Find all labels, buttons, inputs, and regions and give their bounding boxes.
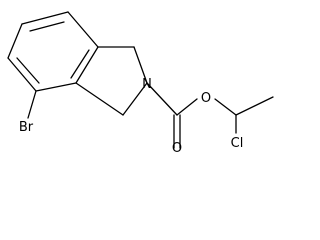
chemical-structure: Br N O O Cl: [7, 11, 274, 155]
bond-n-carbonyl: [146, 82, 178, 116]
chlorine-label: Cl: [231, 136, 244, 151]
bond-c-br: [27, 90, 37, 119]
bond-lines: [7, 11, 274, 149]
atom-labels: Br N O O Cl: [19, 77, 243, 155]
bond-ring-2: [67, 11, 99, 48]
ester-oxygen-label: O: [201, 91, 211, 106]
carbonyl-oxygen-label: O: [172, 141, 182, 155]
bond-ester-o-ch: [214, 98, 237, 116]
bond-ring-5: [7, 57, 37, 92]
bond-ring-4: [35, 82, 77, 92]
bond-carbonyl-ester-o: [176, 98, 198, 116]
bond-ring-3: [75, 46, 99, 84]
bond-ring-inner-left: [16, 57, 40, 84]
bond-ring-1: [21, 11, 69, 25]
bond-ring-6: [7, 23, 23, 59]
bond-n-ch2-bottom: [122, 82, 148, 116]
nitrogen-label: N: [142, 77, 152, 92]
bond-ring-inner-top: [29, 21, 65, 32]
bond-ch-ch3: [235, 96, 274, 116]
bond-ch2-top-n: [133, 46, 148, 84]
bond-ring-inner-right: [70, 49, 90, 79]
bromine-label: Br: [19, 120, 34, 135]
bond-ch2-bottom-c: [75, 82, 124, 116]
